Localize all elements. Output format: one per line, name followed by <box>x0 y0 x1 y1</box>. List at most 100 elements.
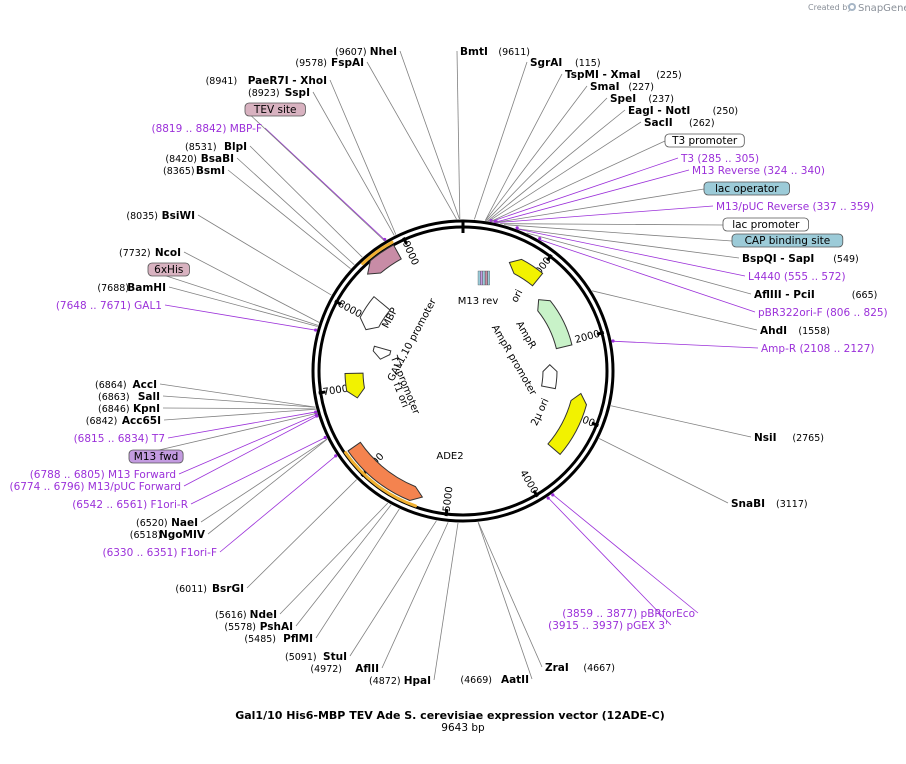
primer-pbrforeco[interactable]: (3859 .. 3877) pBRforEco <box>562 608 695 620</box>
enzyme-site-bamhi[interactable]: BamHI(7688) <box>97 282 166 294</box>
primer-f1ori-r[interactable]: (6542 .. 6561) F1ori-R <box>72 499 188 511</box>
enzyme-name: SpeI <box>610 93 636 105</box>
enzyme-site-ahdi[interactable]: AhdI(1558) <box>760 325 830 337</box>
enzyme-name: NaeI <box>171 517 198 529</box>
leader-fspai <box>366 61 457 220</box>
enzyme-name: SacII <box>644 117 673 129</box>
feature-label-m13-fwd[interactable]: M13 fwd <box>128 449 184 464</box>
feature-ori[interactable]: ori <box>508 258 544 305</box>
enzyme-site-aatii[interactable]: AatII(4669) <box>460 674 529 686</box>
feature-ampr[interactable]: AmpR <box>513 299 573 351</box>
primer-label: T3 (285 .. 305) <box>680 153 759 165</box>
enzyme-site-tspmi-xmai[interactable]: TspMI - XmaI(225) <box>565 69 682 81</box>
leader-t7 <box>167 411 317 439</box>
primer-m13-puc-forward[interactable]: (6774 .. 6796) M13/pUC Forward <box>9 481 181 493</box>
primer-gal1[interactable]: (7648 .. 7671) GAL1 <box>56 300 162 312</box>
enzyme-site-bspqi-sapi[interactable]: BspQI - SapI(549) <box>742 253 859 265</box>
enzyme-name: AflII <box>355 663 379 675</box>
primer-f1ori-f[interactable]: (6330 .. 6351) F1ori-F <box>102 547 217 559</box>
enzyme-site-snabi[interactable]: SnaBI(3117) <box>731 498 808 510</box>
orf-bar <box>361 240 394 266</box>
enzyme-site-bsiwi[interactable]: BsiWI(8035) <box>126 210 195 222</box>
label-box <box>703 181 790 196</box>
enzyme-site-bsmi[interactable]: BsmI(8365) <box>163 165 225 177</box>
enzyme-site-nsii[interactable]: NsiI(2765) <box>754 432 824 444</box>
map-title: Gal1/10 His6-MBP TEV Ade S. cerevisiae e… <box>235 709 665 722</box>
leader-nsii <box>610 405 752 438</box>
feature-m13-rev[interactable]: M13 rev <box>458 270 499 307</box>
enzyme-site-ngomiv[interactable]: NgoMIV(6518) <box>130 529 206 541</box>
primer-m13-puc-reverse[interactable]: M13/pUC Reverse (337 .. 359) <box>716 201 874 213</box>
enzyme-position: (6846) <box>98 404 130 415</box>
enzyme-site-sali[interactable]: SalI(6863) <box>98 391 160 403</box>
leader-sali <box>162 395 316 408</box>
primer-m13-reverse[interactable]: M13 Reverse (324 .. 340) <box>692 165 825 177</box>
feature-label-t3-promoter[interactable]: T3 promoter <box>664 133 745 148</box>
enzyme-site-zrai[interactable]: ZraI(4667) <box>545 662 615 674</box>
enzyme-position: (5485) <box>244 634 276 645</box>
enzyme-site-bsrgi[interactable]: BsrGI(6011) <box>175 583 244 595</box>
enzyme-site-afliii-pcii[interactable]: AflIII - PciI(665) <box>754 289 877 301</box>
primer-mbp-f[interactable]: (8819 .. 8842) MBP-F <box>151 123 262 135</box>
leader-smai <box>485 85 588 221</box>
enzyme-site-hpai[interactable]: HpaI(4872) <box>369 675 431 687</box>
feature-ade2[interactable]: ADE2 <box>344 441 464 508</box>
enzyme-name: PaeR7I - XhoI <box>248 75 327 87</box>
enzyme-site-bmti[interactable]: BmtI(9611) <box>460 46 530 58</box>
enzyme-site-acc65i[interactable]: Acc65I(6842) <box>86 415 161 427</box>
enzyme-site-acci[interactable]: AccI(6864) <box>95 379 157 391</box>
primer-m13-forward[interactable]: (6788 .. 6805) M13 Forward <box>30 469 176 481</box>
enzyme-position: (5616) <box>215 610 247 621</box>
primer-t3[interactable]: T3 (285 .. 305) <box>680 153 759 165</box>
enzyme-site-sspi[interactable]: SspI(8923) <box>248 87 310 99</box>
enzyme-site-pshai[interactable]: PshAI(5578) <box>224 621 293 633</box>
enzyme-site-sacii[interactable]: SacII(262) <box>644 117 715 129</box>
feature-label-tev-site[interactable]: TEV site <box>244 102 306 117</box>
feature-2-ori[interactable]: 2μ ori <box>529 392 588 456</box>
primer-pbr322ori-f[interactable]: pBR322ori-F (806 .. 825) <box>758 307 888 319</box>
enzyme-position: (225) <box>656 70 682 81</box>
enzyme-site-blpi[interactable]: BlpI(8531) <box>185 141 247 153</box>
primer-t7[interactable]: (6815 .. 6834) T7 <box>74 433 165 445</box>
enzyme-site-eagi-noti[interactable]: EagI - NotI(250) <box>628 105 738 117</box>
leader-lines <box>128 50 759 681</box>
enzyme-site-ndei[interactable]: NdeI(5616) <box>215 609 277 621</box>
enzyme-site-nhei[interactable]: NheI(9607) <box>335 46 397 58</box>
enzyme-site-aflii[interactable]: AflII(4972) <box>310 663 379 675</box>
tick-mark-4000 <box>532 489 539 498</box>
enzyme-site-stui[interactable]: StuI(5091) <box>285 651 347 663</box>
enzyme-site-sgrai[interactable]: SgrAI(115) <box>530 57 601 69</box>
primer-pgex-3[interactable]: (3915 .. 3937) pGEX 3' <box>548 620 668 632</box>
primer-label: (6542 .. 6561) F1ori-R <box>72 499 188 511</box>
leader-f1ori-r <box>190 436 327 505</box>
leader-bmti <box>456 50 461 220</box>
enzyme-site-fspai[interactable]: FspAI(9578) <box>295 57 364 69</box>
m13-rev-stripe <box>487 270 490 286</box>
snapgene-logo-icon <box>848 3 856 11</box>
leader-tev-site <box>244 109 385 242</box>
feature-label-lac-promoter[interactable]: lac promoter <box>722 217 809 232</box>
primer-l4440[interactable]: L4440 (555 .. 572) <box>748 271 846 283</box>
feature-label-cap-binding-site[interactable]: CAP binding site <box>731 233 844 248</box>
tick-label-9000: 9000 <box>400 239 420 267</box>
enzyme-site-spei[interactable]: SpeI(237) <box>610 93 674 105</box>
feature-label-6xhis[interactable]: 6xHis <box>147 262 190 277</box>
primer-amp-r[interactable]: Amp-R (2108 .. 2127) <box>761 343 875 355</box>
enzyme-site-paer7i-xhoi[interactable]: PaeR7I - XhoI(8941) <box>206 75 327 87</box>
feature-label-lac-operator[interactable]: lac operator <box>703 181 790 196</box>
leader-ncoi <box>183 251 320 323</box>
leader-lac-operator <box>495 188 705 223</box>
enzyme-site-ncoi[interactable]: NcoI(7732) <box>119 247 181 259</box>
tick-mark-2000 <box>596 330 605 336</box>
tick-mark-9000 <box>402 237 408 245</box>
leader-bsrgi <box>246 479 357 589</box>
backbone <box>311 219 615 523</box>
m13-rev-stripe <box>482 270 486 286</box>
enzyme-site-kpni[interactable]: KpnI(6846) <box>98 403 160 415</box>
enzyme-site-pflmi[interactable]: PflMI(5485) <box>244 633 313 645</box>
enzyme-site-smai[interactable]: SmaI(227) <box>590 81 654 93</box>
leader-cap-binding-site <box>504 224 733 242</box>
enzyme-site-bsabi[interactable]: BsaBI(8420) <box>165 153 234 165</box>
leader-afliii-pcii <box>526 232 752 295</box>
enzyme-site-naei[interactable]: NaeI(6520) <box>136 517 198 529</box>
